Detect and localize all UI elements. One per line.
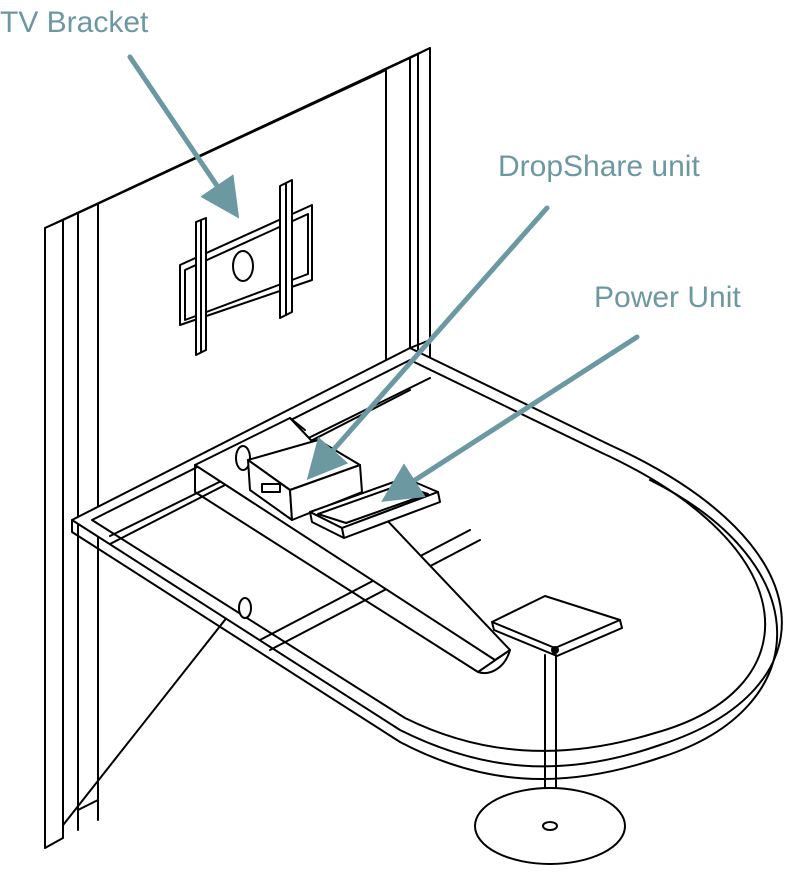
tv-bracket	[179, 179, 313, 356]
dropshare-unit-label: DropShare unit	[498, 150, 700, 183]
tv-bracket-label: TV Bracket	[0, 6, 149, 39]
power-unit-arrow	[381, 334, 640, 502]
tv-bracket-arrow	[127, 54, 240, 219]
pedestal	[474, 654, 626, 865]
dropshare-arrow	[306, 205, 550, 480]
power-unit-label: Power Unit	[594, 281, 741, 314]
